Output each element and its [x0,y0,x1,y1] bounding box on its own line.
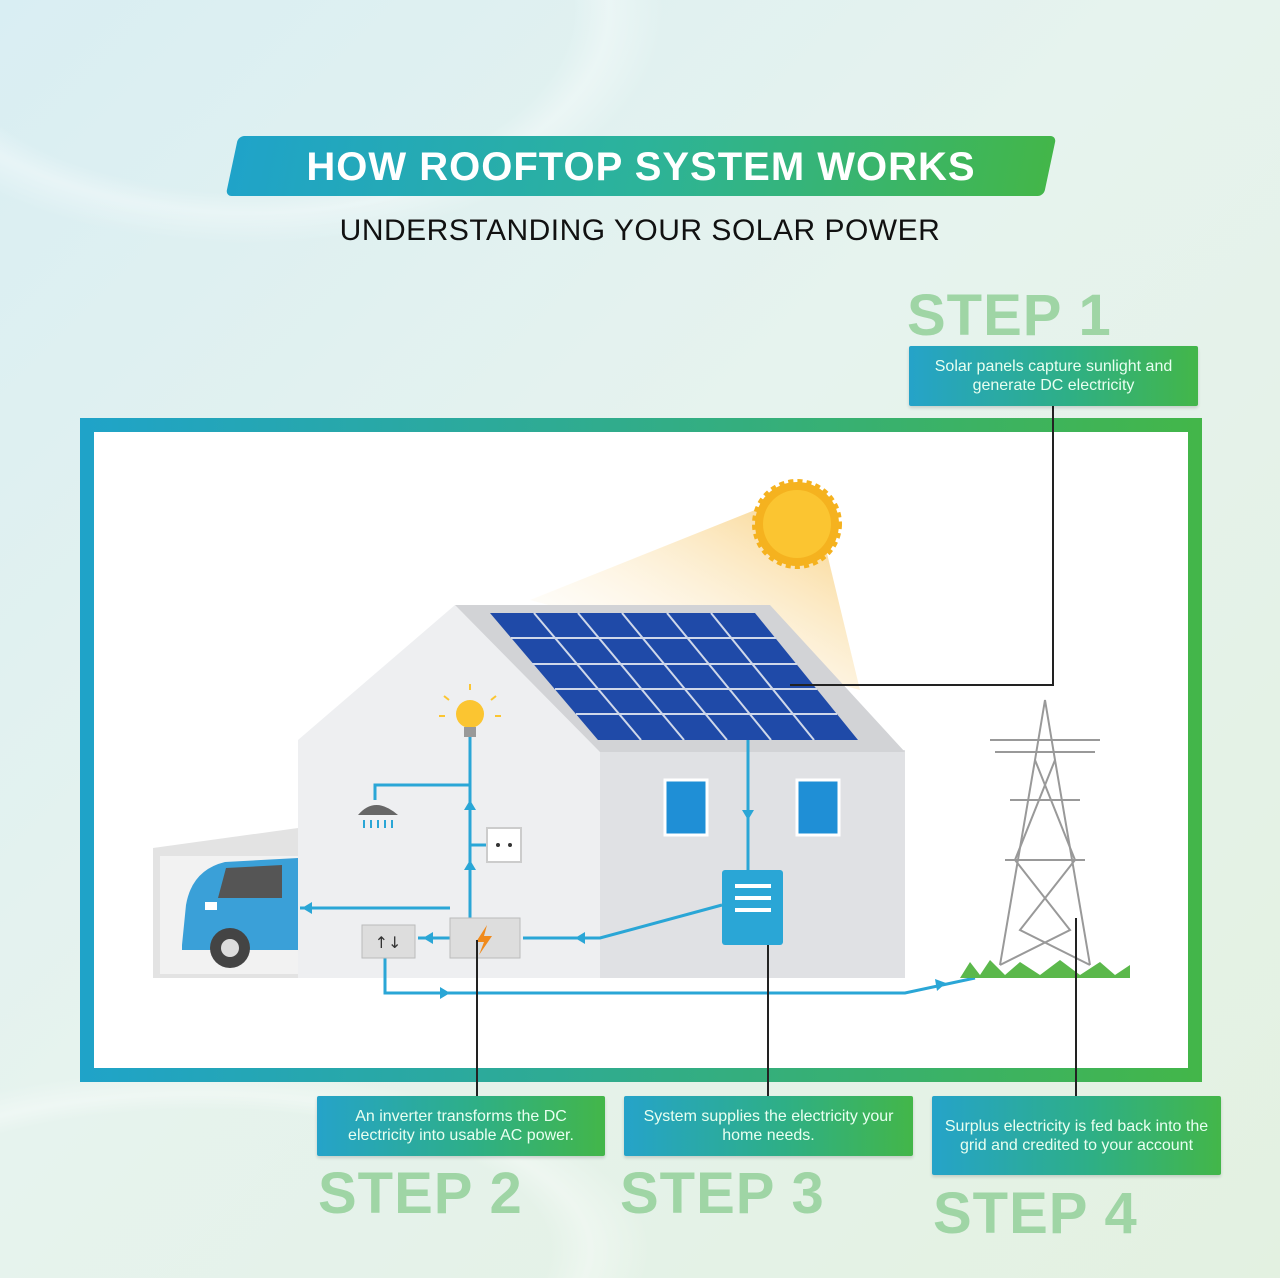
power-socket-icon [486,827,522,863]
leader-lines [476,405,1077,1096]
solar-panel [490,612,858,741]
step-4-label: STEP 4 [933,1181,1138,1246]
step-1-description: Solar panels capture sunlight and genera… [909,346,1198,406]
sun-icon [752,479,842,569]
step-4-description: Surplus electricity is fed back into the… [932,1096,1221,1175]
flow-arrows [302,800,946,999]
inverter-icon [449,917,521,959]
step-2-description: An inverter transforms the DC electricit… [317,1096,605,1156]
shower-icon [358,805,398,828]
page-title: HOW ROOFTOP SYSTEM WORKS [306,145,976,189]
charge-controller-icon [722,870,783,945]
grass [960,960,1130,978]
light-bulb-icon [439,684,501,737]
car-icon [182,858,298,968]
step-2-label: STEP 2 [318,1161,523,1226]
step-3-description: System supplies the electricity your hom… [624,1096,913,1156]
page-subtitle: UNDERSTANDING YOUR SOLAR POWER [339,214,941,247]
transmission-tower-icon [990,699,1100,966]
step-3-label: STEP 3 [620,1161,825,1226]
svg-text:↑↓: ↑↓ [375,933,402,952]
bidirectional-meter-icon: ↑↓ [361,924,416,959]
step-1-label: STEP 1 [907,283,1112,348]
